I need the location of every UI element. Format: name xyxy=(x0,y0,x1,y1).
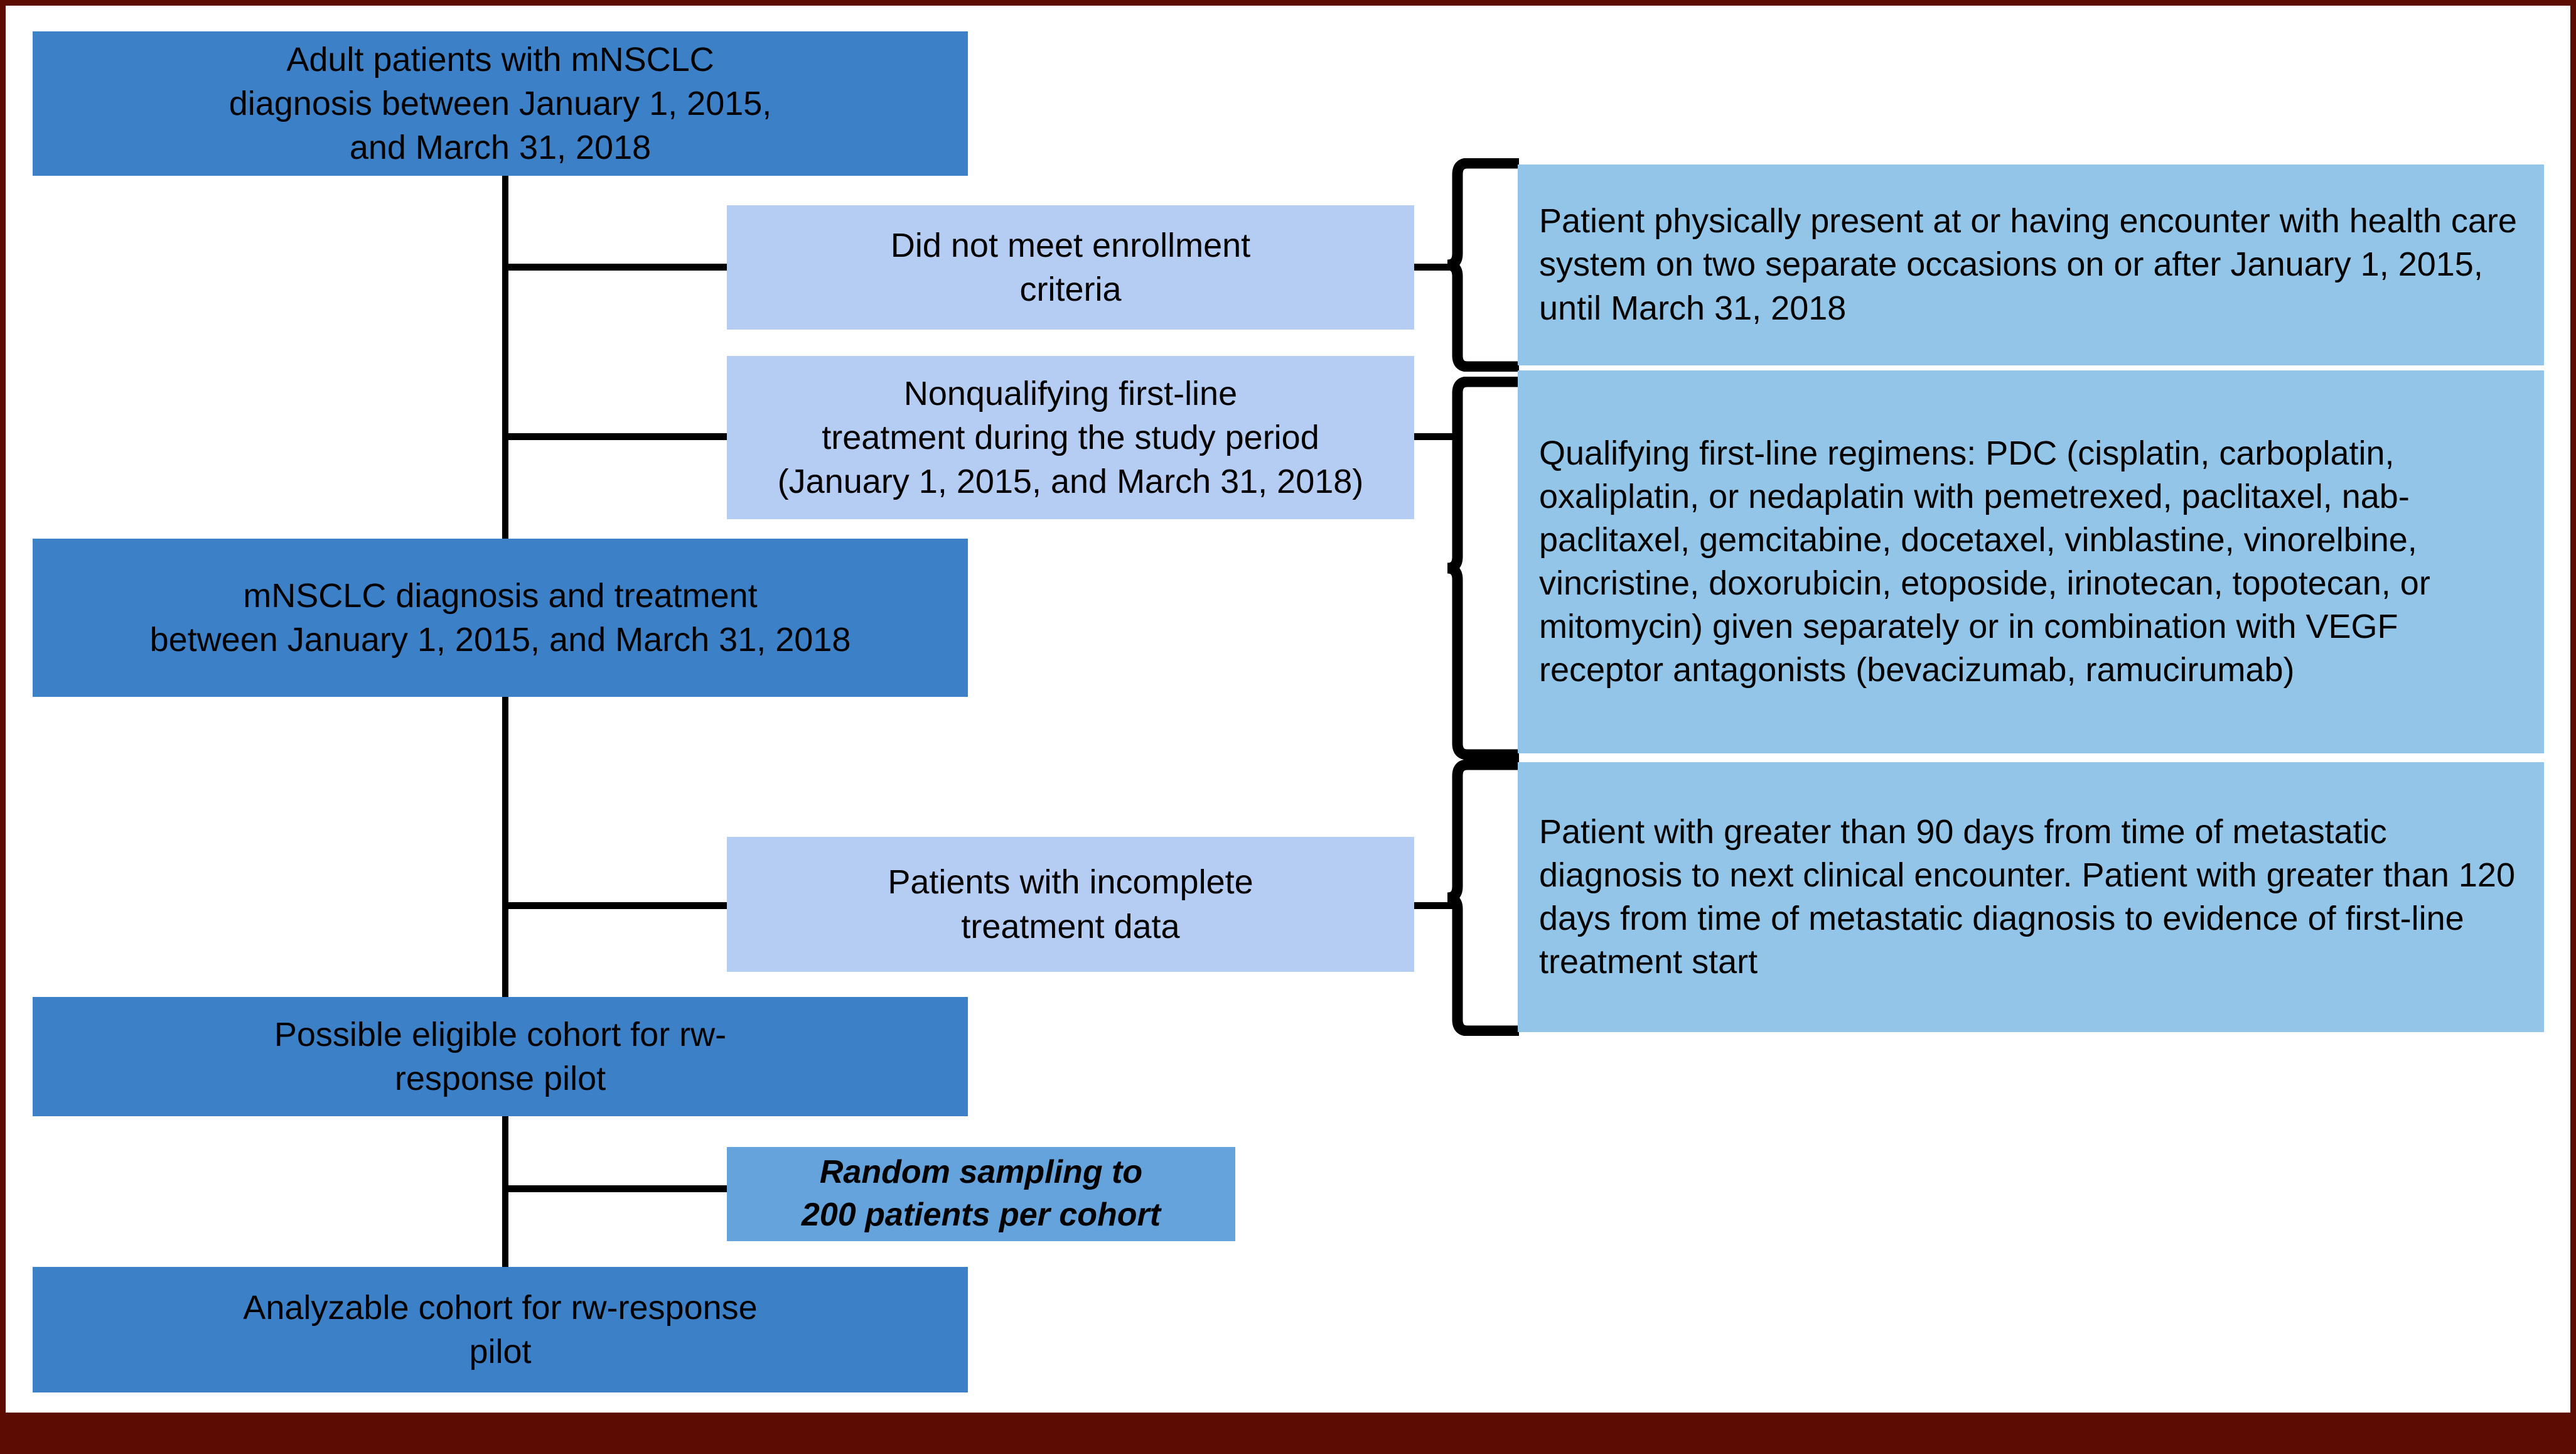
bracket-enrollment-detail xyxy=(1444,158,1519,372)
node-incomplete-data-detail[interactable]: Patient with greater than 90 days from t… xyxy=(1518,762,2544,1032)
node-enrollment-criteria-detail[interactable]: Patient physically present at or having … xyxy=(1518,164,2544,365)
page-frame-top xyxy=(0,0,2576,6)
trunk-line-segment-3 xyxy=(502,1079,508,1267)
node-cohort-identified[interactable]: Adult patients with mNSCLC diagnosis bet… xyxy=(33,31,968,176)
node-did-not-meet-enrollment-criteria[interactable]: Did not meet enrollment criteria xyxy=(727,205,1414,330)
bracket-regimens-detail xyxy=(1444,377,1519,760)
trunk-line-segment-2 xyxy=(502,697,508,998)
branch-line-incomplete xyxy=(502,902,728,909)
node-diagnosis-and-treatment[interactable]: mNSCLC diagnosis and treatment between J… xyxy=(33,539,968,697)
node-random-sampling[interactable]: Random sampling to 200 patients per coho… xyxy=(727,1147,1235,1241)
node-qualifying-regimens-detail[interactable]: Qualifying first-line regimens: PDC (cis… xyxy=(1518,370,2544,753)
branch-line-nonqualifying xyxy=(502,433,728,440)
branch-line-sampling xyxy=(502,1185,728,1192)
trunk-line-segment-1 xyxy=(502,176,508,540)
page-frame-right xyxy=(2570,0,2576,1454)
page-frame-left xyxy=(0,0,6,1454)
node-incomplete-treatment-data[interactable]: Patients with incomplete treatment data xyxy=(727,837,1414,972)
bracket-incomplete-detail xyxy=(1444,760,1519,1036)
node-possible-eligible-cohort[interactable]: Possible eligible cohort for rw- respons… xyxy=(33,997,968,1116)
branch-line-enrollment xyxy=(502,264,728,271)
connector-nonqualifying-to-bracket xyxy=(1412,433,1455,440)
page-frame-bottom xyxy=(0,1413,2576,1454)
connector-enrollment-to-bracket xyxy=(1412,264,1455,271)
connector-incomplete-to-bracket xyxy=(1412,902,1455,909)
node-nonqualifying-first-line-treatment[interactable]: Nonqualifying first-line treatment durin… xyxy=(727,356,1414,519)
node-analyzable-cohort[interactable]: Analyzable cohort for rw-response pilot xyxy=(33,1267,968,1392)
